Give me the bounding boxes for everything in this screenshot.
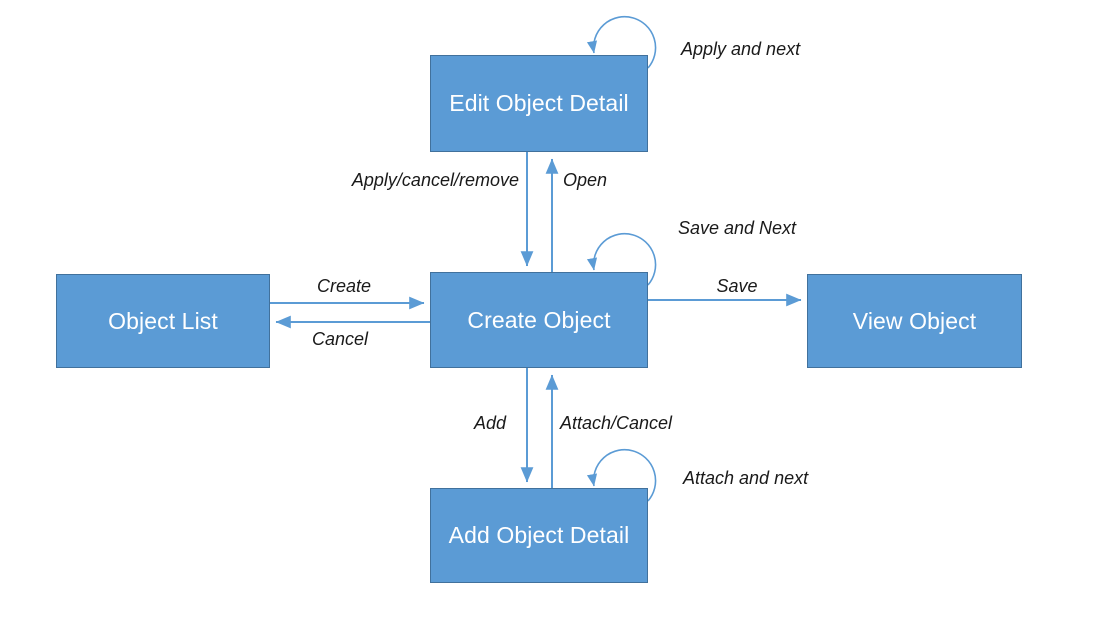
edge-label-save-and-next: Save and Next xyxy=(677,218,797,238)
edge-label-apply-cancel-remove: Apply/cancel/remove xyxy=(351,170,519,190)
edge-label-open: Open xyxy=(563,170,608,190)
edge-label-add: Add xyxy=(473,413,507,433)
node-label: Create Object xyxy=(467,306,611,333)
node-label: Add Object Detail xyxy=(448,522,630,548)
edge-label-attach-and-next: Attach and next xyxy=(683,468,809,488)
node-add-object-detail[interactable]: Add Object Detail xyxy=(430,488,648,583)
node-create-object[interactable]: Create Object xyxy=(430,272,648,368)
edge-label-apply-and-next: Apply and next xyxy=(681,39,801,59)
node-label: Object List xyxy=(108,307,218,334)
node-label: Edit Object Detail xyxy=(449,90,629,116)
edge-label-save: Save xyxy=(716,276,758,296)
node-label: View Object xyxy=(852,307,977,334)
node-object-list[interactable]: Object List xyxy=(56,274,270,368)
connector-add-self-loop xyxy=(586,448,657,502)
edge-label-attach-cancel: Attach/Cancel xyxy=(560,413,673,433)
node-edit-object-detail[interactable]: Edit Object Detail xyxy=(430,55,648,152)
edge-label-cancel: Cancel xyxy=(311,329,369,349)
connector-edit-self-loop xyxy=(586,15,657,69)
edge-label-create: Create xyxy=(316,276,372,296)
node-view-object[interactable]: View Object xyxy=(807,274,1022,368)
connector-create-self-loop xyxy=(586,232,657,286)
